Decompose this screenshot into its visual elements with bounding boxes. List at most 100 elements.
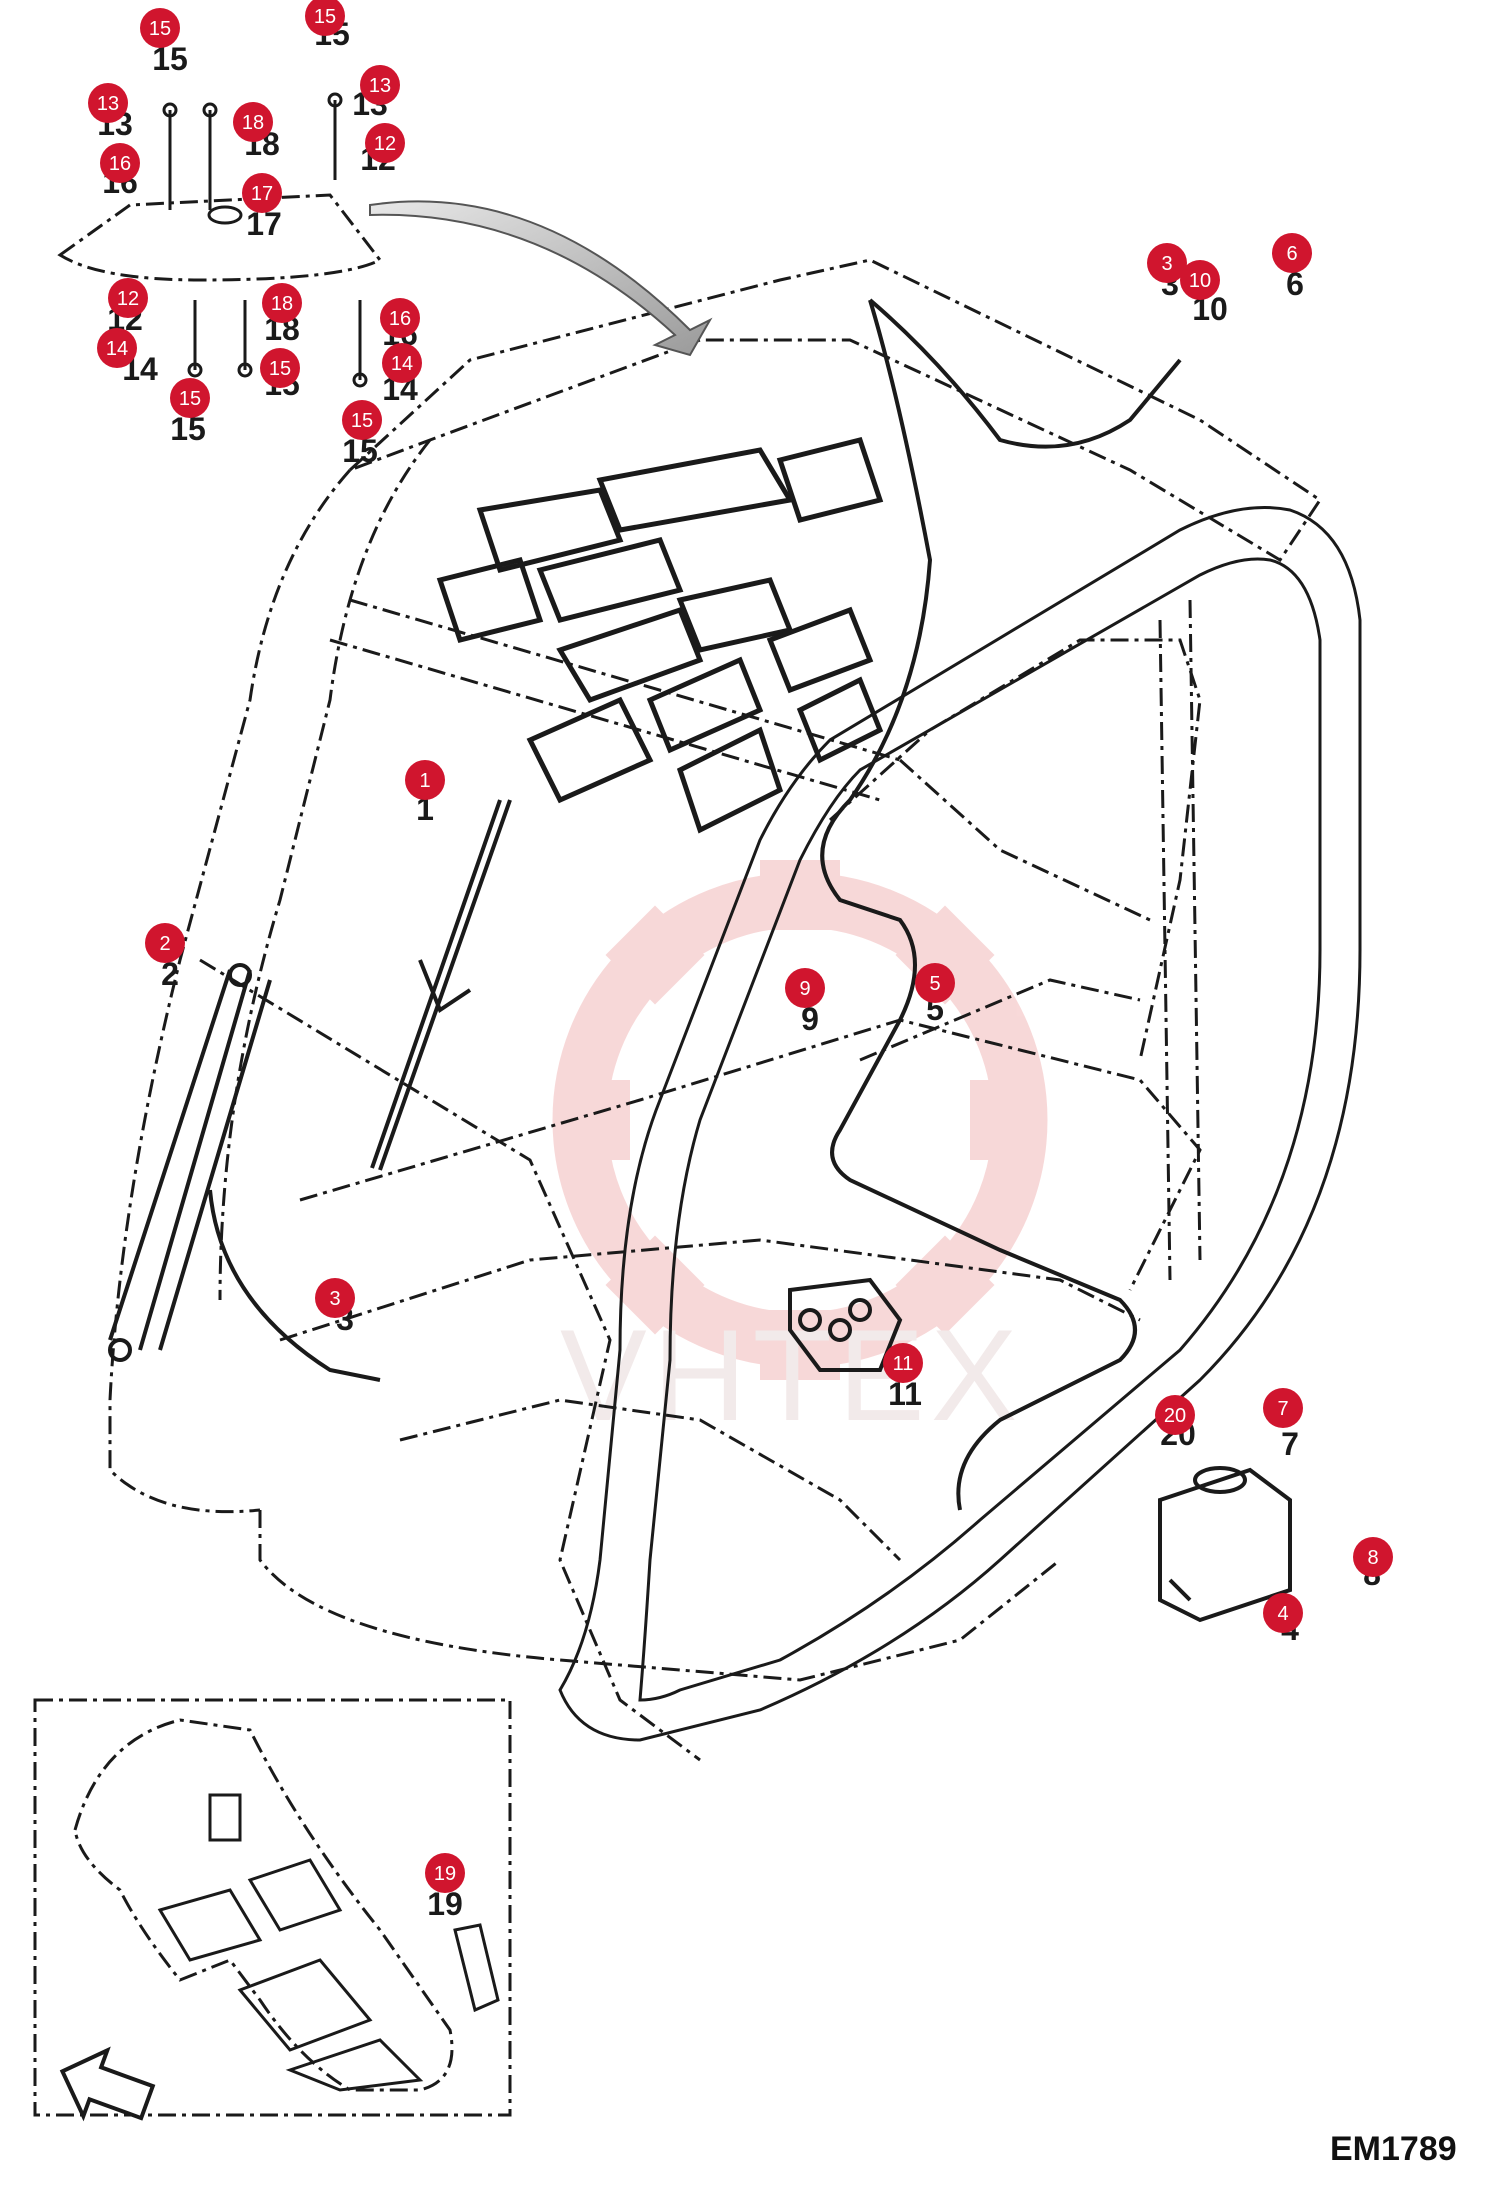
callout-2: 22 — [145, 923, 185, 992]
callout-badge-text: 2 — [159, 933, 170, 955]
roof-grille — [436, 437, 884, 834]
callout-16: 1616 — [380, 298, 420, 352]
callout-number: 1 — [416, 791, 434, 827]
callout-badge — [1263, 1388, 1303, 1428]
callout-badge-text: 17 — [251, 183, 273, 205]
callout-badge — [315, 1278, 355, 1318]
callout-20: 2020 — [1155, 1395, 1196, 1452]
callout-badge-text: 18 — [242, 112, 264, 134]
callout-badge — [785, 968, 825, 1008]
roll-cage — [558, 506, 1362, 1742]
callout-badge-text: 15 — [179, 388, 201, 410]
callout-badge-text: 19 — [434, 1863, 456, 1885]
callout-badge — [915, 963, 955, 1003]
callout-badge-text: 6 — [1286, 243, 1297, 265]
callout-badge — [360, 65, 400, 105]
callout-badge — [1272, 233, 1312, 273]
callout-badge — [305, 0, 345, 36]
callout-badge-text: 13 — [369, 75, 391, 97]
callout-4: 44 — [1263, 1593, 1303, 1647]
callout-badge-text: 13 — [97, 93, 119, 115]
callout-badge — [425, 1853, 465, 1893]
callout-badge — [242, 173, 282, 213]
washer-pump — [788, 1277, 903, 1372]
callout-badge — [100, 143, 140, 183]
callout-badge-text: 20 — [1164, 1405, 1186, 1427]
callout-badge — [145, 923, 185, 963]
callout-badge-text: 14 — [106, 338, 128, 360]
callout-badge — [97, 328, 137, 368]
callout-badge — [233, 102, 273, 142]
reference-code: EM1789 — [1330, 2130, 1457, 2168]
callout-badge-text: 15 — [269, 358, 291, 380]
callout-badge-text: 14 — [391, 353, 413, 375]
callout-badge-text: 9 — [799, 978, 810, 1000]
callout-9: 99 — [785, 968, 825, 1037]
callout-badge — [262, 283, 302, 323]
callout-badge — [1155, 1395, 1195, 1435]
callout-badge — [1263, 1593, 1303, 1633]
callout-badge-text: 1 — [419, 770, 430, 792]
callout-badge-text: 16 — [389, 308, 411, 330]
callout-7: 77 — [1263, 1388, 1303, 1462]
callout-6: 66 — [1272, 233, 1312, 302]
callout-badge-text: 15 — [149, 18, 171, 40]
callout-5: 55 — [915, 963, 955, 1027]
callout-badge-text: 5 — [929, 973, 940, 995]
callout-number: 2 — [161, 956, 179, 992]
wiper-blade — [370, 799, 512, 1171]
callout-16: 1616 — [100, 143, 140, 200]
callout-badge — [1353, 1537, 1393, 1577]
callout-badge — [405, 760, 445, 800]
callout-badge — [342, 400, 382, 440]
callout-3: 33 — [315, 1278, 355, 1337]
callout-badge-text: 16 — [109, 153, 131, 175]
callout-badge — [88, 83, 128, 123]
callout-3: 33 — [1147, 243, 1187, 302]
callout-number: 6 — [1286, 266, 1304, 302]
callout-badge-text: 7 — [1277, 1398, 1288, 1420]
callout-badge-text: 12 — [117, 288, 139, 310]
callout-badge-text: 4 — [1277, 1603, 1288, 1625]
callout-badge — [883, 1343, 923, 1383]
callout-badge — [140, 8, 180, 48]
callout-number: 9 — [801, 1001, 819, 1037]
hardware-inset — [57, 92, 713, 388]
watermark: VHTEX — [552, 860, 1048, 1448]
callout-badge — [1147, 243, 1187, 283]
callout-8: 88 — [1353, 1537, 1393, 1592]
callout-badge-text: 18 — [271, 293, 293, 315]
callout-badge — [380, 298, 420, 338]
cab-frame — [108, 258, 1323, 1762]
callout-badge — [382, 343, 422, 383]
callout-badge-text: 15 — [351, 410, 373, 432]
front-direction-arrow — [59, 2046, 156, 2122]
callout-number: 7 — [1281, 1426, 1299, 1462]
callout-badge-text: 15 — [314, 6, 336, 28]
callout-badge — [170, 378, 210, 418]
callout-badge-text: 12 — [374, 133, 396, 155]
washer-reservoir — [1158, 1466, 1292, 1623]
roof-panel-inset — [33, 1698, 512, 2122]
callout-badge — [108, 278, 148, 318]
callouts: 1515151513131313181812121616171712121818… — [88, 0, 1393, 1922]
callout-badge-text: 8 — [1367, 1547, 1378, 1569]
callout-badge — [365, 123, 405, 163]
gas-struts — [108, 963, 272, 1362]
